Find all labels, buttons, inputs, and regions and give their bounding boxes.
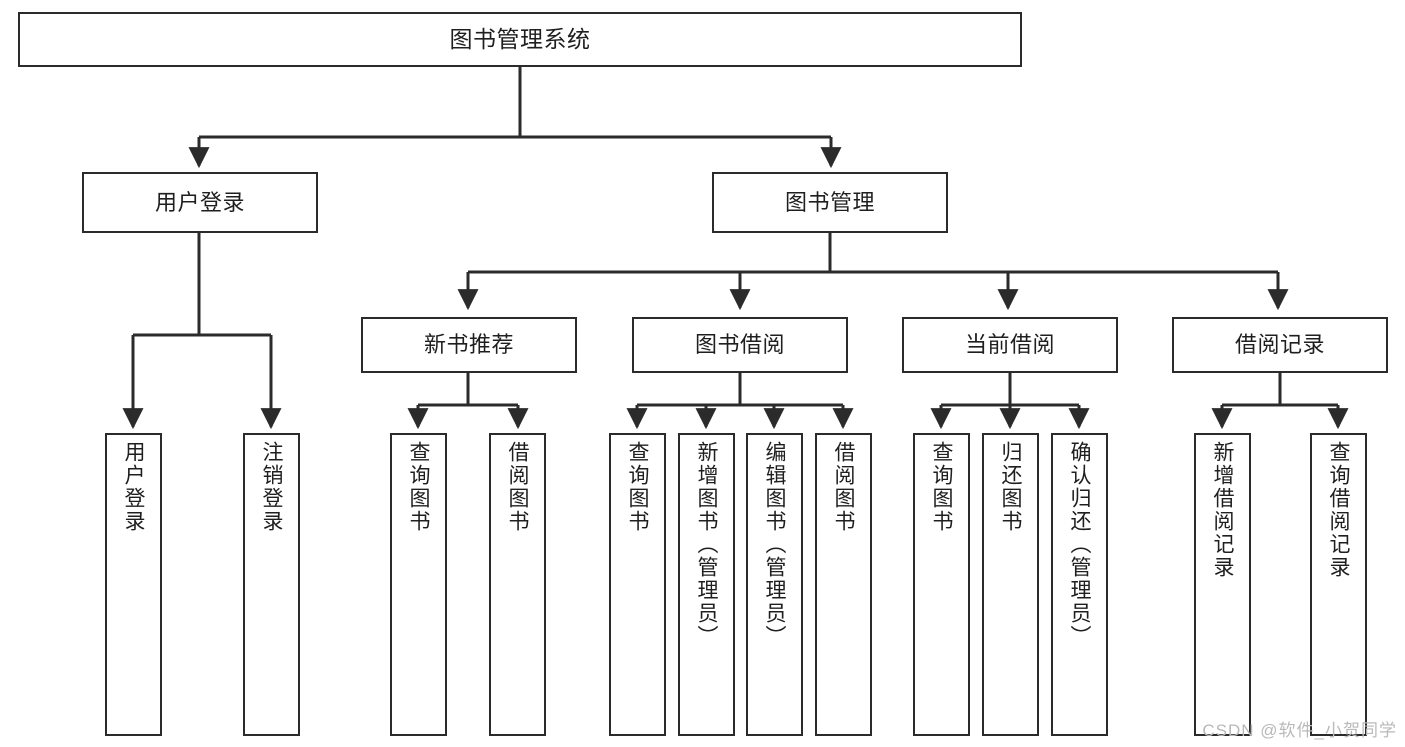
node-leaf-add-record-label: 新增借阅记录 [1211,441,1234,579]
node-leaf-query-book-3-label: 查询图书 [930,441,953,533]
node-leaf-query-book-3[interactable]: 查询图书 [913,433,970,736]
node-leaf-add-record[interactable]: 新增借阅记录 [1194,433,1251,736]
node-leaf-confirm-return[interactable]: 确认归还（管理员） [1051,433,1108,736]
node-leaf-borrow-book-1-label: 借阅图书 [506,441,529,533]
node-borrow-record-label: 借阅记录 [1234,332,1325,358]
node-book-borrow-label: 图书借阅 [694,332,785,358]
node-book-management[interactable]: 图书管理 [712,172,948,233]
node-borrow-record[interactable]: 借阅记录 [1172,317,1388,373]
node-leaf-add-book[interactable]: 新增图书（管理员） [678,433,735,736]
node-leaf-query-book-2[interactable]: 查询图书 [609,433,666,736]
node-leaf-query-record-label: 查询借阅记录 [1327,441,1350,579]
node-leaf-logout-login[interactable]: 注销登录 [243,433,300,736]
node-leaf-return-book-label: 归还图书 [999,441,1022,533]
node-leaf-add-book-label: 新增图书（管理员） [695,441,718,648]
node-root-label: 图书管理系统 [449,26,591,53]
node-user-login-label: 用户登录 [154,189,245,215]
node-leaf-borrow-book-2-label: 借阅图书 [832,441,855,533]
watermark: CSDN @软件_小贺同学 [1202,721,1397,740]
node-book-borrow[interactable]: 图书借阅 [632,317,848,373]
node-leaf-edit-book[interactable]: 编辑图书（管理员） [746,433,803,736]
node-leaf-borrow-book-2[interactable]: 借阅图书 [815,433,872,736]
node-root[interactable]: 图书管理系统 [18,12,1022,67]
node-leaf-borrow-book-1[interactable]: 借阅图书 [489,433,546,736]
node-leaf-user-login[interactable]: 用户登录 [105,433,162,736]
node-leaf-user-login-label: 用户登录 [122,441,145,533]
node-leaf-query-book-1-label: 查询图书 [407,441,430,533]
node-current-borrow-label: 当前借阅 [964,332,1055,358]
node-new-book-recommend[interactable]: 新书推荐 [361,317,577,373]
node-leaf-edit-book-label: 编辑图书（管理员） [763,441,786,648]
node-leaf-query-book-2-label: 查询图书 [626,441,649,533]
node-new-book-recommend-label: 新书推荐 [423,332,514,358]
node-leaf-confirm-return-label: 确认归还（管理员） [1068,441,1091,648]
node-book-management-label: 图书管理 [784,189,875,215]
node-current-borrow[interactable]: 当前借阅 [902,317,1118,373]
node-leaf-query-book-1[interactable]: 查询图书 [390,433,447,736]
node-leaf-return-book[interactable]: 归还图书 [982,433,1039,736]
node-leaf-logout-login-label: 注销登录 [260,441,283,533]
node-user-login[interactable]: 用户登录 [82,172,318,233]
node-leaf-query-record[interactable]: 查询借阅记录 [1310,433,1367,736]
